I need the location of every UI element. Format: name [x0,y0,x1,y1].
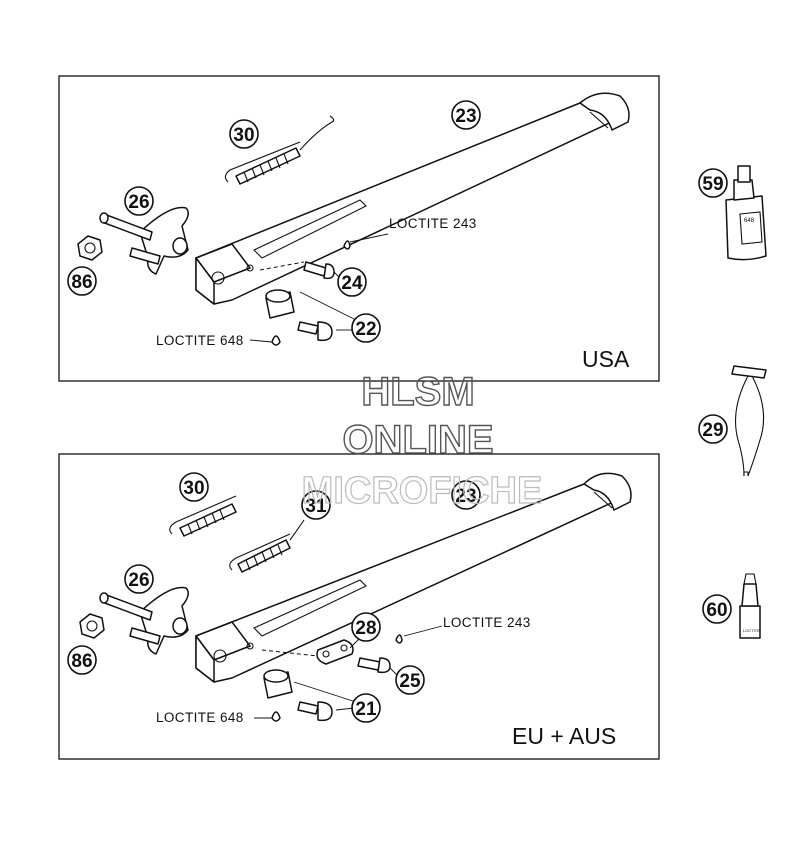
svg-text:26: 26 [128,192,149,213]
svg-text:24: 24 [341,273,363,294]
callout-28[interactable]: 28 [351,612,381,642]
mounting-plate[interactable] [316,639,354,665]
svg-text:23: 23 [455,106,476,127]
svg-text:21: 21 [355,699,377,720]
callout-26[interactable]: 26 [124,564,154,594]
callout-30[interactable]: 30 [229,119,259,149]
side-stand-leg[interactable] [195,472,632,683]
callout-24[interactable]: 24 [337,267,367,297]
watermark-line2: ONLINE [342,418,493,462]
callout-23[interactable]: 23 [451,100,481,130]
svg-text:30: 30 [233,125,254,146]
pivot-bracket[interactable] [99,206,189,275]
panel-usa-frame [58,75,660,382]
svg-text:28: 28 [355,618,376,639]
loctite-bottle-60[interactable]: LOCTITE [739,573,761,639]
bushing-and-screw[interactable] [263,669,333,722]
callout-25[interactable]: 25 [395,665,425,695]
svg-text:30: 30 [183,478,204,499]
loctite-648-label: LOCTITE 648 [156,710,244,725]
screw[interactable] [259,240,351,280]
panel-eu-aus-frame [58,453,660,760]
watermark: HLSM ONLINE MICROFICHE [301,369,543,512]
watermark-line1: HLSM [361,370,474,414]
loctite-243-label: LOCTITE 243 [443,615,531,630]
hex-nut[interactable] [79,613,105,639]
hex-nut[interactable] [77,235,103,261]
spring[interactable] [169,495,237,537]
callout-60[interactable]: 60 [702,594,732,624]
svg-text:31: 31 [305,496,327,517]
spring[interactable] [229,519,305,573]
callout-29[interactable]: 29 [698,414,728,444]
side-stand-leg[interactable] [195,92,630,305]
callout-22[interactable]: 22 [351,313,381,343]
svg-text:23: 23 [455,486,476,507]
callout-31[interactable]: 31 [301,490,331,520]
panel-eu-aus: 30 31 23 26 86 28 25 21 LOCTITE 243 LOCT… [58,453,660,760]
wire-tool[interactable] [731,365,767,477]
panel-usa: 30 23 26 86 24 22 LOCTITE 243 LOCTITE 64… [58,75,660,382]
callout-86[interactable]: 86 [67,266,97,296]
loctite-648-label: LOCTITE 648 [156,333,244,348]
loctite-bottle-648[interactable]: 648 [725,165,767,261]
screw[interactable] [261,634,403,674]
svg-text:86: 86 [71,651,92,672]
svg-text:29: 29 [702,420,723,441]
pivot-bracket[interactable] [99,586,189,655]
svg-text:60: 60 [706,600,727,621]
svg-text:26: 26 [128,570,149,591]
bottle-label-loctite: LOCTITE [743,628,760,633]
region-label-usa: USA [582,346,630,372]
svg-text:86: 86 [71,272,92,293]
svg-text:25: 25 [399,671,421,692]
callout-26[interactable]: 26 [124,186,154,216]
spring[interactable] [224,115,335,185]
callout-21[interactable]: 21 [351,693,381,723]
callout-86[interactable]: 86 [67,645,97,675]
callout-59[interactable]: 59 [698,168,728,198]
watermark-line3: MICROFICHE [302,470,543,512]
callout-30[interactable]: 30 [179,472,209,502]
bushing-and-screw[interactable] [265,289,333,346]
svg-text:22: 22 [355,319,376,340]
bottle-label-648: 648 [744,218,755,224]
loctite-243-label: LOCTITE 243 [389,216,477,231]
region-label-eu-aus: EU + AUS [512,723,616,749]
callout-23[interactable]: 23 [451,480,481,510]
svg-text:59: 59 [702,174,723,195]
